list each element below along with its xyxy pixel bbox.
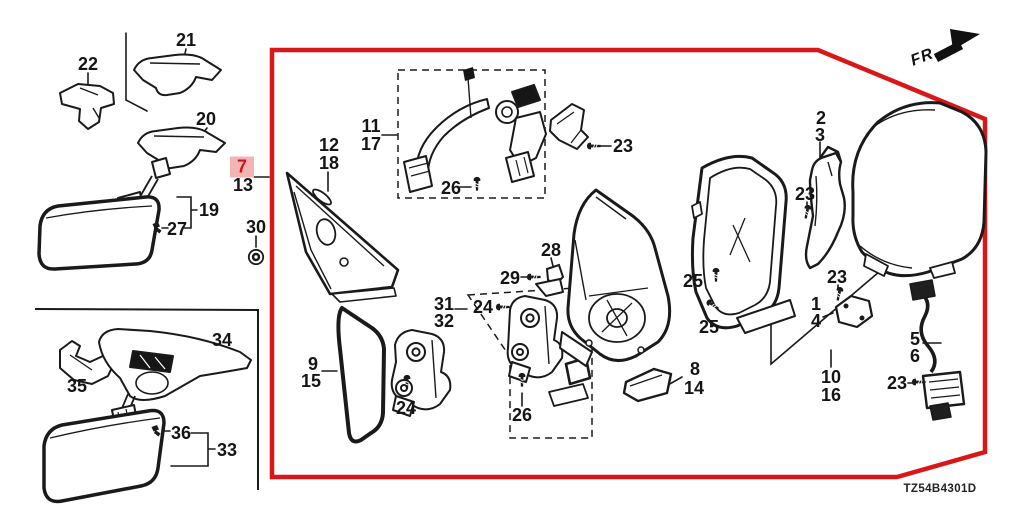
callout-27: 27 (166, 219, 188, 239)
callout-29: 29 (499, 268, 521, 288)
screw-29-icon (526, 273, 542, 281)
callout-36: 36 (170, 423, 192, 443)
callout-25: 25 (682, 271, 704, 291)
callout-28: 28 (540, 240, 562, 260)
mirror-base-housing (559, 188, 672, 367)
callout-15: 15 (300, 371, 322, 391)
callout-17: 17 (360, 134, 382, 154)
callout-34: 34 (211, 330, 233, 350)
callout-23: 23 (794, 184, 816, 204)
callout-12: 12 (318, 135, 340, 155)
callout-21: 21 (175, 30, 197, 50)
mirror-skull-cap (851, 101, 988, 279)
callout-23: 23 (886, 373, 908, 393)
callout-7-highlighted: 7 (229, 156, 255, 178)
fr-direction-arrow-icon (933, 29, 980, 62)
part-cap-bracket (549, 103, 589, 150)
part-8-cover (622, 367, 673, 403)
screw-23-icon (586, 142, 602, 150)
callout-24: 24 (472, 297, 494, 317)
screw-23-icon (801, 203, 813, 220)
part-5-camera-wire (909, 279, 966, 421)
callout-33: 33 (216, 440, 238, 460)
part-22-cover (59, 83, 115, 130)
callout-23: 23 (612, 136, 634, 156)
callout-9: 9 (307, 354, 319, 374)
callout-23: 23 (826, 267, 848, 287)
callout-5: 5 (909, 329, 921, 349)
diagram-code: TZ54B4301D (903, 483, 977, 495)
callout-4: 4 (810, 311, 822, 331)
callout-19: 19 (198, 200, 220, 220)
part-9-mirror-glass (336, 306, 386, 444)
mirror-body (690, 154, 796, 334)
callout-6: 6 (909, 346, 921, 366)
callout-18: 18 (318, 153, 340, 173)
part-21-cover (133, 53, 222, 97)
callout-31: 31 (433, 294, 455, 314)
callout-26: 26 (440, 178, 462, 198)
mirror-stalk-connector (151, 157, 171, 179)
screw-24-icon (495, 303, 511, 311)
callout-24: 24 (395, 398, 417, 418)
callout-25: 25 (698, 317, 720, 337)
callout-20: 20 (195, 109, 217, 129)
part-2-garnish (804, 145, 846, 270)
part-1-bracket (834, 294, 874, 329)
callout-11: 11 (361, 116, 381, 136)
screw-26-icon (473, 176, 481, 192)
interior-mirror-glass-lower (42, 408, 166, 504)
callout-3: 3 (814, 125, 826, 145)
callout-30: 30 (245, 217, 267, 237)
callout-13: 13 (232, 175, 254, 195)
callout-26: 26 (511, 405, 533, 425)
part-12-corner-garnish (285, 171, 400, 303)
part-11-harness (403, 67, 547, 193)
callout-14: 14 (683, 378, 705, 398)
interior-mirror-lower-assembly (42, 328, 252, 504)
highlight-region-outline (269, 47, 988, 480)
part-34-housing (98, 328, 252, 401)
callout-32: 32 (433, 311, 455, 331)
callout-22: 22 (77, 54, 99, 74)
callout-16: 16 (820, 385, 842, 405)
part-30-nut (247, 248, 265, 266)
mirror-actuator-left (390, 329, 452, 417)
pad-large (548, 383, 589, 407)
callout-2: 2 (815, 108, 827, 128)
group-box-lower-mirror (34, 308, 259, 490)
interior-mirror-upper-assembly (37, 53, 226, 271)
screw-23-icon (833, 285, 845, 302)
callout-1: 1 (810, 294, 822, 314)
callout-35: 35 (66, 376, 88, 396)
interior-mirror-glass (37, 195, 161, 271)
callout-8: 8 (689, 359, 701, 379)
callout-10: 10 (820, 367, 842, 387)
